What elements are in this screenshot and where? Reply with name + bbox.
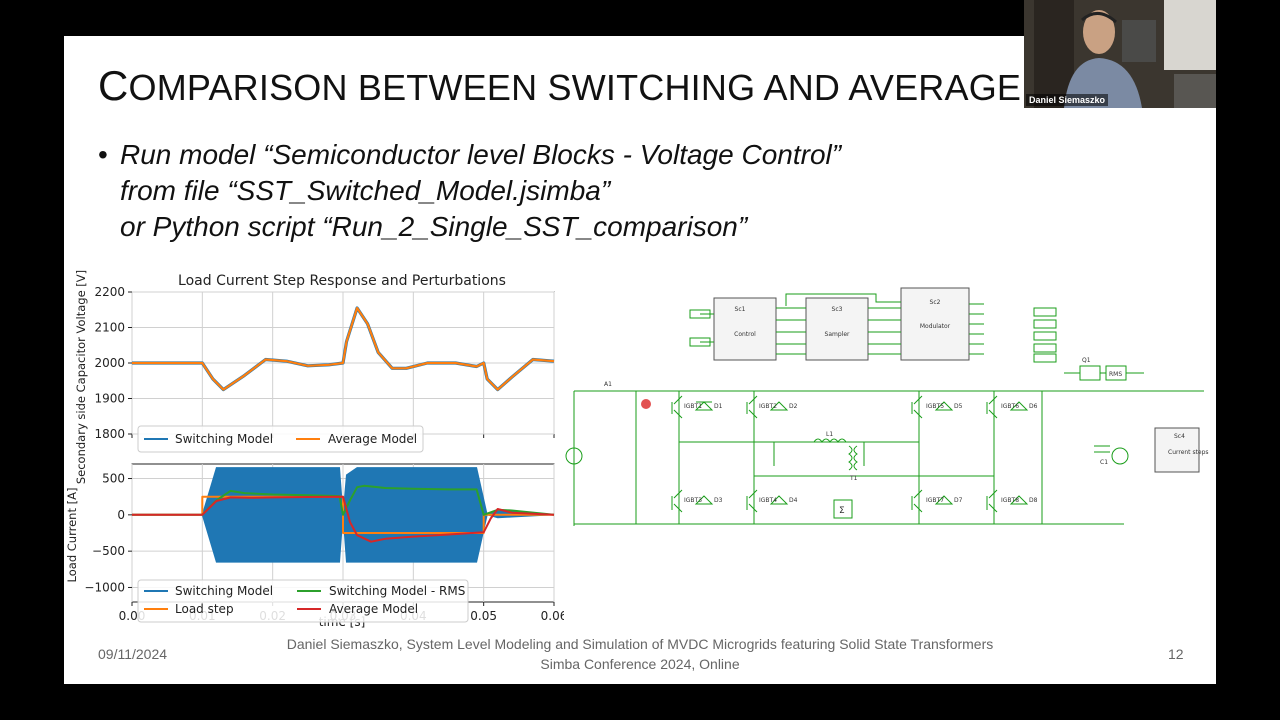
label-d8: D8: [1029, 497, 1038, 504]
circuit-schematic: Sc1 Control Sc3 Sampler Sc2 Modulator Sc…: [565, 287, 1209, 526]
control-block: [713, 297, 777, 361]
cursor-highlight: [641, 399, 651, 409]
current-steps-title: Sc4: [1174, 433, 1185, 440]
webcam-video-icon: [1024, 0, 1216, 108]
current-steps-block: [1154, 427, 1200, 473]
legend-bottom-switching: Switching Model: [175, 584, 273, 598]
x-tick-label: 0.05: [470, 609, 497, 623]
label-igbt3: IGBT3: [684, 497, 702, 504]
dc-source-icon: [565, 447, 583, 465]
sampler-block: [805, 297, 869, 361]
chart-bottom-ylabel: Load Current [A]: [65, 488, 79, 583]
chart-bottom-axes: 0.000.010.020.030.040.050.06−1000−500050…: [84, 463, 564, 623]
y-tick-label: 2100: [94, 321, 125, 335]
control-block-label: Control: [734, 331, 756, 338]
page-number: 12: [1168, 646, 1184, 662]
slide-title: COMPARISON BETWEEN SWITCHING AND AVERAGE…: [98, 62, 1090, 109]
label-q1: Q1: [1082, 357, 1091, 364]
control-block-title: Sc1: [735, 306, 746, 313]
y-tick-label: 1900: [94, 392, 125, 406]
label-igbt5: IGBT5: [926, 403, 944, 410]
bullet-line-1: Run model “Semiconductor level Blocks - …: [120, 139, 842, 170]
x-tick-label: 0.06: [541, 609, 564, 623]
label-igbt2: IGBT2: [759, 403, 777, 410]
label-d4: D4: [789, 497, 798, 504]
label-d2: D2: [789, 403, 798, 410]
y-tick-label: 2000: [94, 356, 125, 370]
current-steps-label: Current steps: [1168, 449, 1209, 456]
series-rms-line: [132, 484, 555, 516]
bullet-marker: •: [98, 139, 108, 170]
legend-bottom-average: Average Model: [329, 602, 418, 616]
label-l1: L1: [826, 431, 833, 438]
chart-title: Load Current Step Response and Perturbat…: [178, 273, 506, 289]
label-d1: D1: [714, 403, 723, 410]
label-igbt6: IGBT6: [1001, 403, 1019, 410]
label-d3: D3: [714, 497, 723, 504]
y-tick-label: 500: [102, 472, 125, 486]
legend-top-average: Average Model: [328, 432, 417, 446]
modulator-block-title: Sc2: [930, 299, 941, 306]
chart-top-legend: Switching Model Average Model: [137, 425, 424, 453]
label-d7: D7: [954, 497, 963, 504]
bullet-line-2: from file “SST_Switched_Model.jsimba”: [120, 175, 611, 206]
footer-date: 09/11/2024: [98, 646, 168, 662]
label-d6: D6: [1029, 403, 1038, 410]
label-igbt4: IGBT4: [759, 497, 777, 504]
label-igbt8: IGBT8: [1001, 497, 1019, 504]
legend-bottom-loadstep: Load step: [175, 602, 234, 616]
current-source-icon: [1111, 447, 1129, 465]
y-tick-label: 2200: [94, 285, 125, 299]
slide: COMPARISON BETWEEN SWITCHING AND AVERAGE…: [64, 36, 1216, 684]
modulator-block: [900, 287, 970, 361]
webcam-overlay: Daniel Siemaszko: [1024, 0, 1216, 108]
label-a1: A1: [604, 381, 612, 388]
series-average-line: [132, 495, 555, 543]
chart-bottom-legend: Switching Model Load step Switching Mode…: [137, 579, 469, 623]
legend-bottom-rms: Switching Model - RMS: [329, 584, 465, 598]
label-rms: RMS: [1109, 371, 1122, 378]
label-c1: C1: [1100, 459, 1108, 466]
chart-top-ylabel: Secondary side Capacitor Voltage [V]: [74, 270, 88, 484]
series-average-line: [132, 306, 555, 391]
label-t1: T1: [849, 475, 858, 482]
sampler-block-title: Sc3: [832, 306, 843, 313]
y-tick-label: −1000: [84, 580, 125, 594]
modulator-block-label: Modulator: [920, 323, 951, 330]
chart-top-axes: 1800 1900 2000 2100 2200: [94, 285, 555, 441]
label-igbt1: IGBT1: [684, 403, 702, 410]
footer-line-2: Simba Conference 2024, Online: [540, 656, 740, 672]
y-tick-label: 1800: [94, 427, 125, 441]
igbt-row-top: [671, 395, 998, 419]
sampler-block-label: Sampler: [825, 331, 850, 338]
label-igbt7: IGBT7: [926, 497, 944, 504]
igbt-row-bottom: [671, 489, 998, 513]
footer-line-1: Daniel Siemaszko, System Level Modeling …: [286, 636, 994, 652]
y-tick-label: −500: [92, 544, 125, 558]
webcam-participant-name: Daniel Siemaszko: [1026, 94, 1109, 106]
label-d5: D5: [954, 403, 963, 410]
y-tick-label: 0: [117, 508, 125, 522]
label-sum: Σ: [839, 506, 845, 516]
legend-top-switching: Switching Model: [175, 432, 273, 446]
bullet-line-3: or Python script “Run_2_Single_SST_compa…: [120, 211, 748, 242]
